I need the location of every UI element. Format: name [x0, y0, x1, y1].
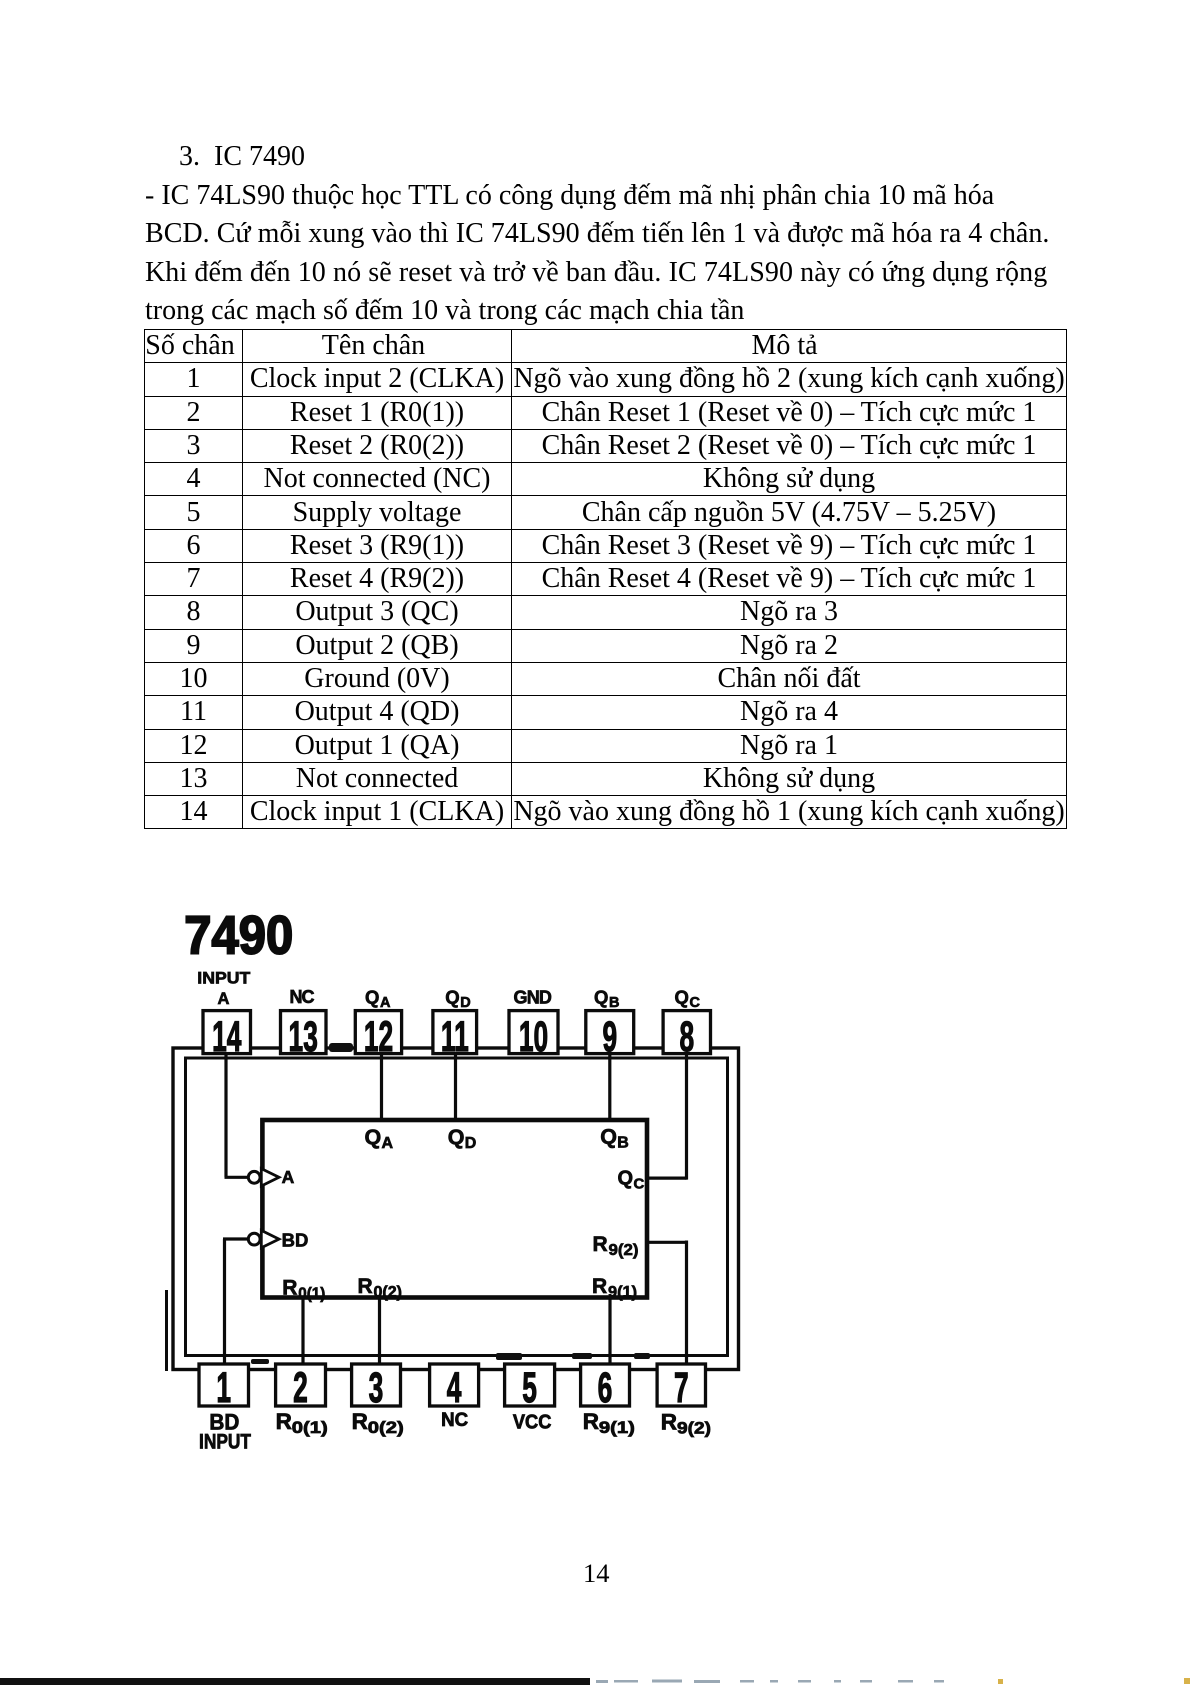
svg-text:12: 12: [364, 1014, 393, 1061]
svg-text:R: R: [583, 1409, 599, 1434]
svg-text:7: 7: [674, 1365, 689, 1412]
svg-text:VCC: VCC: [513, 1412, 552, 1434]
svg-text:10: 10: [519, 1014, 548, 1061]
svg-text:R: R: [276, 1409, 292, 1434]
svg-text:BD: BD: [282, 1230, 309, 1251]
svg-text:C: C: [690, 995, 701, 1011]
svg-text:11: 11: [441, 1014, 469, 1061]
svg-text:0(1): 0(1): [292, 1418, 328, 1437]
svg-text:Q: Q: [448, 1125, 465, 1149]
svg-text:R: R: [661, 1409, 677, 1434]
svg-text:8: 8: [679, 1014, 694, 1061]
svg-text:BD: BD: [209, 1409, 239, 1434]
svg-text:A: A: [218, 990, 230, 1008]
svg-text:5: 5: [522, 1365, 537, 1412]
svg-text:Q: Q: [365, 1125, 382, 1149]
svg-text:INPUT: INPUT: [199, 1430, 251, 1453]
svg-text:9: 9: [602, 1014, 617, 1061]
svg-text:Q: Q: [600, 1124, 617, 1148]
svg-text:Q: Q: [618, 1168, 634, 1190]
svg-text:4: 4: [447, 1365, 462, 1412]
svg-text:D: D: [460, 995, 470, 1011]
svg-text:R: R: [352, 1409, 368, 1434]
svg-text:0(1): 0(1): [298, 1286, 325, 1303]
svg-text:6: 6: [598, 1365, 613, 1412]
svg-text:B: B: [609, 995, 619, 1011]
svg-text:B: B: [617, 1134, 629, 1151]
svg-text:R: R: [358, 1275, 373, 1298]
svg-text:Q: Q: [445, 986, 459, 1007]
svg-text:3: 3: [369, 1365, 384, 1412]
svg-text:GND: GND: [514, 987, 552, 1007]
svg-text:Q: Q: [365, 986, 379, 1007]
svg-text:9(2): 9(2): [609, 1242, 639, 1259]
svg-text:2: 2: [293, 1365, 308, 1412]
svg-text:Q: Q: [594, 986, 608, 1007]
svg-text:A: A: [282, 1167, 295, 1187]
svg-text:A: A: [380, 995, 391, 1011]
svg-text:9(1): 9(1): [608, 1284, 637, 1301]
svg-text:R: R: [592, 1275, 607, 1298]
svg-text:Q: Q: [675, 986, 689, 1007]
svg-text:7490: 7490: [184, 906, 293, 965]
svg-text:D: D: [465, 1135, 477, 1152]
svg-text:9(2): 9(2): [677, 1419, 711, 1438]
svg-text:C: C: [634, 1176, 645, 1193]
svg-text:R: R: [282, 1277, 297, 1300]
svg-text:14: 14: [212, 1014, 242, 1061]
svg-text:R: R: [593, 1233, 608, 1256]
svg-text:9(1): 9(1): [599, 1418, 635, 1437]
svg-text:NC: NC: [441, 1409, 468, 1431]
svg-text:INPUT: INPUT: [197, 969, 250, 987]
svg-text:13: 13: [289, 1014, 318, 1061]
svg-text:0(2): 0(2): [368, 1418, 404, 1437]
svg-text:A: A: [382, 1135, 394, 1152]
svg-text:NC: NC: [290, 987, 315, 1007]
svg-text:0(2): 0(2): [374, 1284, 403, 1301]
svg-text:1: 1: [216, 1365, 231, 1412]
